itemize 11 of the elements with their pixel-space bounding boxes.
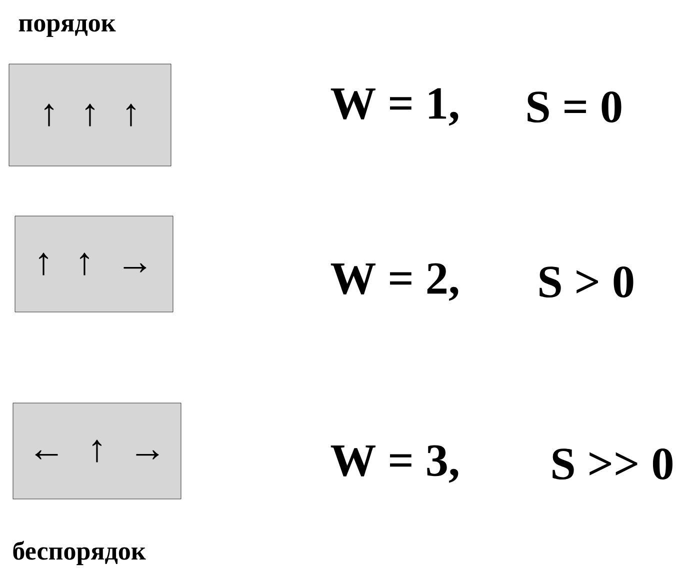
formula-text: W = 3, [330,445,458,483]
formula-text: W = 1, [330,88,458,126]
formula-text: S > 0 [540,266,634,298]
spin-box: ↑ ↑ ↑ [8,64,172,166]
spin-box: ↑ ↑ → [14,216,174,312]
spin-box: ← ↑ → [12,402,182,500]
formula-text: W = 2, [330,263,458,301]
formula-text: S >> 0 [552,448,672,480]
heading: беспорядок [13,540,146,566]
heading: порядок [18,19,116,37]
formula-text: S = 0 [528,91,622,123]
